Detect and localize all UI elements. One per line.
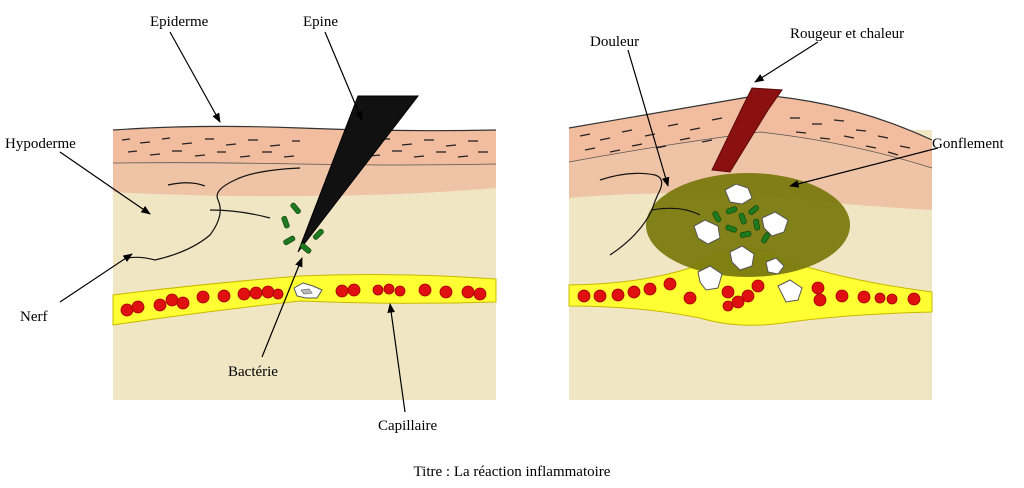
label-nerf: Nerf	[20, 309, 47, 325]
thorn	[297, 95, 420, 253]
redness-streak	[711, 87, 783, 173]
left-red-blood-cells	[120, 283, 487, 317]
right-capillary	[568, 248, 933, 326]
leader-lines	[59, 31, 939, 413]
label-epine: Epine	[303, 14, 338, 30]
swelling-mass	[646, 173, 850, 277]
left-nerve-lines	[127, 167, 301, 261]
right-panel	[568, 87, 933, 400]
right-nerve-lines	[599, 172, 701, 256]
left-panel	[112, 95, 497, 400]
right-bacteria	[712, 205, 771, 244]
figure-title: Titre : La réaction inflammatoire	[414, 464, 611, 480]
label-bacterie: Bactérie	[228, 364, 278, 380]
left-epidermis-layer	[113, 126, 496, 165]
right-epidermis-texture	[579, 117, 911, 156]
left-bacteria	[281, 202, 324, 254]
right-white-blood-cells	[693, 183, 803, 303]
label-rougeur: Rougeur et chaleur	[790, 26, 904, 42]
label-capillaire: Capillaire	[378, 418, 437, 434]
label-epiderme: Epiderme	[150, 14, 209, 30]
labels: Epiderme Epine Hypoderme Nerf Bactérie C…	[5, 14, 1004, 480]
label-gonflement: Gonflement	[932, 136, 1004, 152]
right-red-blood-cells	[577, 277, 921, 312]
label-douleur: Douleur	[590, 34, 639, 50]
label-hypoderme: Hypoderme	[5, 136, 76, 152]
